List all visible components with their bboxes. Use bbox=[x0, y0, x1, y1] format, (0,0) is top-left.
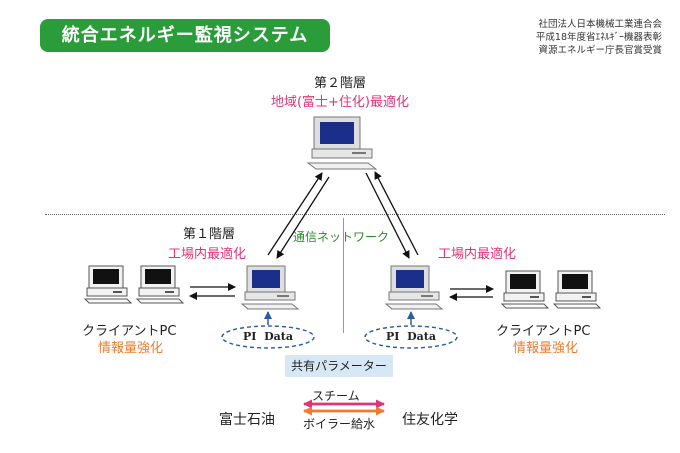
right-factory-server-icon bbox=[384, 265, 444, 310]
left-client-label: クライアントPC bbox=[82, 324, 177, 339]
right-client-sublabel: 情報量強化 bbox=[513, 341, 579, 356]
right-network-arrows bbox=[365, 171, 419, 259]
level-divider bbox=[45, 214, 665, 215]
left-client-sublabel: 情報量強化 bbox=[98, 341, 164, 356]
left-network-arrows bbox=[267, 172, 330, 259]
right-client-pc-2-icon bbox=[552, 270, 602, 309]
left-company-label: 富士石油 bbox=[219, 412, 275, 428]
right-client-server-arrows bbox=[449, 285, 494, 301]
left-client-server-arrows bbox=[189, 283, 236, 300]
pi-data-right-label: PI Data bbox=[386, 330, 436, 343]
level2-subheading: 地域(富士+住化)最適化 bbox=[270, 95, 410, 110]
left-optimization-label: 工場内最適化 bbox=[168, 247, 247, 262]
pi-data-left-label: PI Data bbox=[243, 330, 293, 343]
factory-divider bbox=[343, 218, 344, 333]
award-line-2: 平成18年度省ｴﾈﾙｷﾞｰ機器表彰 bbox=[535, 32, 662, 43]
left-client-pc-1-icon bbox=[83, 265, 133, 304]
shared-parameters-box: 共有パラメーター bbox=[285, 355, 393, 377]
page-title: 統合エネルギー監視システム bbox=[40, 19, 330, 52]
left-client-pc-2-icon bbox=[135, 265, 185, 304]
award-line-1: 社団法人日本機械工業連合会 bbox=[538, 19, 662, 30]
pi-data-left-ellipse bbox=[221, 325, 315, 349]
right-client-label: クライアントPC bbox=[496, 324, 591, 339]
right-company-label: 住友化学 bbox=[402, 412, 458, 428]
level2-heading: 第２階層 bbox=[313, 76, 366, 91]
left-factory-server-icon bbox=[240, 265, 300, 310]
right-client-pc-1-icon bbox=[500, 270, 550, 309]
boiler-water-label: ボイラー給水 bbox=[303, 417, 376, 431]
server-computer-icon bbox=[306, 116, 378, 170]
steam-label: スチーム bbox=[312, 389, 360, 403]
right-optimization-label: 工場内最適化 bbox=[438, 247, 517, 262]
award-line-3: 資源エネルギー庁長官賞受賞 bbox=[538, 45, 662, 56]
network-label: 通信ネットワーク bbox=[293, 230, 390, 244]
level1-heading: 第１階層 bbox=[183, 227, 236, 242]
pi-data-right-ellipse bbox=[364, 325, 458, 349]
